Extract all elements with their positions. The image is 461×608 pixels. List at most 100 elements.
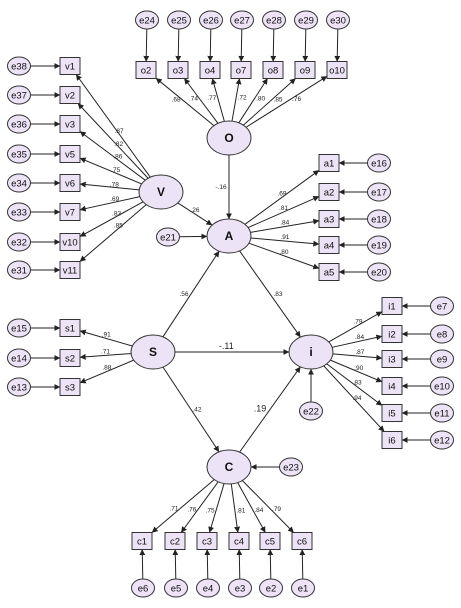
coefficient-A_a5: .80 [279,249,288,256]
latent-c-label: C [225,460,234,474]
indicator-a4-label: a4 [324,241,335,252]
error-e27-label: e27 [234,16,250,27]
indicator-o8-label: o8 [268,66,279,77]
indicator-c6-shape [291,532,313,550]
indicator-o2-label: o2 [141,66,152,77]
error-e26-label: e26 [203,16,219,27]
path-A-a1 [244,169,320,225]
indicator-v2-label: v2 [65,91,75,102]
error-e37-label: e37 [11,91,27,102]
indicator-a1-shape [318,154,340,172]
error-e3-shape [228,578,252,598]
indicator-s1-label: s1 [65,324,75,335]
indicator-i4-shape [381,377,403,395]
indicator-o4-shape [199,61,221,79]
error-e32-label: e32 [11,238,27,249]
indicator-s2-label: s2 [65,354,75,365]
indicator-o7-shape [230,61,252,79]
coefficient-S_s1: .91 [102,331,111,338]
error-e19-shape [367,235,391,255]
indicator-o3-shape [167,61,189,79]
indicator-o3-label: o3 [173,66,184,77]
coefficient-I_i2: .84 [355,334,364,341]
error-e5-label: e5 [171,584,182,595]
error-e25-shape [167,10,191,30]
error-e12-shape [430,430,454,450]
coefficient-I_i1: .79 [354,318,363,325]
indicator-o9-shape [294,61,316,79]
error-e17-shape [367,182,391,202]
error-e32-shape [7,232,31,252]
error-e38-shape [7,56,31,76]
latent-i-label: i [309,345,312,359]
path-V-v1 [75,74,151,178]
indicator-v5-label: v5 [65,150,75,161]
path-I-i1 [328,311,383,343]
path-I-i4 [330,359,383,383]
latent-a-label: A [225,229,234,243]
indicator-o2-shape [135,61,157,79]
indicator-o7-label: o7 [236,66,247,77]
path-C-c6 [241,480,294,533]
error-e8-shape [430,324,454,344]
coefficient-C_c2: .76 [187,507,196,514]
path-V-v5 [79,157,142,185]
indicator-i2-shape [381,325,403,343]
error-e2-label: e2 [266,584,277,595]
coefficient-V_v11: .85 [114,223,123,230]
error-e25-label: e25 [171,16,187,27]
error-e14-label: e14 [11,354,27,365]
error-e1-label: e1 [298,584,309,595]
path-A-a3 [250,218,320,233]
indicator-c2-shape [164,532,186,550]
path-O-o9 [243,78,296,126]
error-e35-shape [7,144,31,164]
error-e20-label: e20 [371,268,387,279]
indicator-c5-label: c5 [265,537,275,548]
indicator-i2-label: i2 [388,330,395,341]
error-e33-shape [7,202,31,222]
indicator-i3-label: i3 [388,355,395,366]
path-C-c5 [237,482,266,533]
error-e12-label: e12 [434,436,450,447]
indicator-s2-shape [59,349,81,367]
error-e4-label: e4 [203,584,214,595]
path-S-s3 [79,359,134,384]
error-e2-shape [259,578,283,598]
indicator-c6-label: c6 [297,537,307,548]
error-e27-shape [230,10,254,30]
coefficient-C_c6: .79 [272,506,281,513]
indicator-i6-label: i6 [388,436,395,447]
coefficient-A_a1: .69 [277,190,286,197]
indicator-a3-shape [318,210,340,228]
error-e23-shape [279,457,303,477]
error-e6-label: e6 [138,584,149,595]
indicator-a2-label: a2 [324,188,335,199]
path-V-v11 [79,204,147,262]
indicator-v1-label: v1 [65,62,75,73]
indicator-v10-shape [59,233,81,251]
latent-o-label: O [224,131,233,145]
coefficient-O_o3: .74 [189,96,198,103]
coefficient-S_C: .42 [192,407,201,414]
path-A-a2 [247,195,320,229]
coefficient-V_v6: .78 [110,181,119,188]
indicator-c4-label: c4 [234,537,244,548]
path-O-o4 [211,78,225,122]
path-C-c3 [208,483,225,533]
path-V-v2 [77,103,149,179]
error-e9-label: e9 [437,355,448,366]
indicator-a3-label: a3 [324,215,335,226]
error-e11-shape [430,403,454,423]
path-e24-o2 [143,28,150,62]
path-O-o2 [155,77,215,127]
coefficient-I_i4: .90 [354,365,363,372]
error-e4-shape [196,578,220,598]
indicator-o9-label: o9 [300,66,311,77]
coefficient-C_c1: .71 [169,506,178,513]
error-e31-label: e31 [11,266,27,277]
path-I-i6 [323,365,385,432]
indicator-a1-label: a1 [324,159,335,170]
indicator-c1-shape [131,532,153,550]
latent-a-shape [206,218,252,254]
